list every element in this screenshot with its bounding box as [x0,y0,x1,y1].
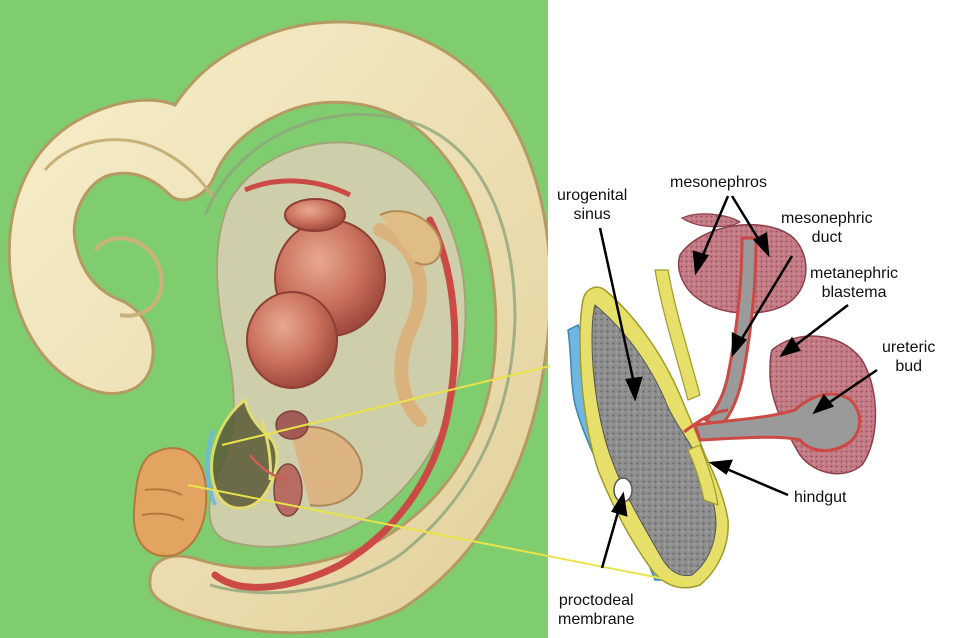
arrowhead-proctodeal-membrane [611,491,628,517]
label-metanephric-blastema-line1: metanephric [810,265,899,282]
hindgut-tube [687,444,719,506]
arrow-mesonephros-left [698,195,730,263]
label-proctodeal-membrane: proctodeal membrane [558,591,634,629]
arrowhead-ureteric-bud [812,393,835,415]
urogenital-sinus-body [591,304,717,577]
label-ureteric-bud-line1: ureteric [882,339,936,356]
mini-sinus [210,397,279,510]
liver-lower [246,291,338,389]
mini-duct-red [249,454,289,482]
arrowhead-metanephric-blastema [779,336,801,358]
label-urogenital-sinus-line1: urogenital [557,187,628,204]
label-mesonephros: mesonephros [670,173,767,192]
label-proctodeal-membrane-line1: proctodeal [558,592,634,609]
arrow-mesonephros-right [730,195,764,246]
label-hindgut-text: hindgut [794,489,847,506]
head-outline [43,138,217,201]
tail-fold-1 [144,488,183,496]
arrowhead-mesonephros-right [752,232,770,258]
mini-kidney [273,463,303,517]
upper-artery [244,178,352,198]
tail-fold-2 [141,512,185,521]
label-urogenital-sinus: urogenital sinus [557,186,627,224]
label-metanephric-blastema-line2: blastema [821,284,887,301]
label-ureteric-bud: ureteric bud [882,338,935,376]
inner-lining [203,112,517,595]
pelvic-overlay [205,397,309,517]
arrow-ureteric-bud [823,368,878,408]
label-mesonephros-text: mesonephros [670,174,767,191]
arrowhead-hindgut [708,459,733,475]
stomach [379,210,442,266]
pointer-arrows [598,195,878,569]
label-mesonephric-duct: mesonephric duct [781,209,873,247]
guide-line-lower [187,484,691,585]
arrow-hindgut [721,465,789,497]
label-ureteric-bud-line2: bud [895,358,923,375]
embryo-model [7,20,552,635]
label-hindgut: hindgut [794,488,847,507]
arrowhead-mesonephros-left [692,250,709,276]
arrow-proctodeal-membrane [600,504,622,569]
mini-ectoderm [205,429,217,506]
ureteric-stalk [683,408,729,434]
label-mesonephric-duct-line1: mesonephric [781,210,873,227]
embryo-body [7,20,552,635]
mesonephros-top [680,213,742,228]
arrow-metanephric-blastema [791,304,849,349]
arrowhead-mesonephric-duct [731,331,747,358]
label-urogenital-sinus-line2: sinus [573,206,611,223]
label-mesonephric-duct-line2: duct [811,229,842,246]
label-metanephric-blastema: metanephric blastema [810,264,898,302]
lower-gut [289,425,363,507]
arrow-urogenital-sinus [598,227,637,389]
arrowhead-urogenital-sinus [625,376,643,402]
arrow-mesonephric-duct [736,255,794,346]
tail-bud [132,447,208,557]
guide-line-upper [221,365,551,446]
dorsal-artery [211,216,459,591]
heart-top [284,198,346,232]
face-contour [93,236,164,318]
label-proctodeal-membrane-line2: membrane [558,611,635,628]
mini-duct [260,419,272,481]
mesonephric-column-left [654,269,701,401]
